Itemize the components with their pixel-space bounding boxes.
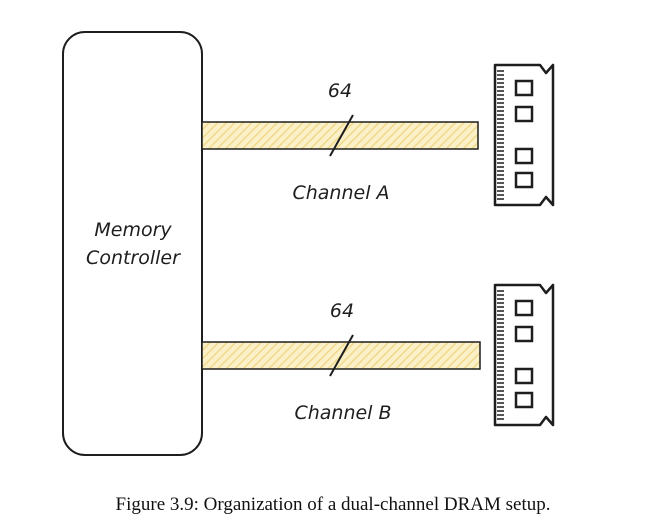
memory-module-icon <box>493 63 555 207</box>
channel-a-bus <box>201 121 479 150</box>
channel-b-bus-width-slash <box>329 334 354 377</box>
channel-b-label: Channel B <box>294 402 391 424</box>
channel-a-bus-width-slash <box>329 114 354 157</box>
figure-caption: Figure 3.9: Organization of a dual-chann… <box>115 494 551 515</box>
channel-a: 64 Channel A <box>201 80 479 204</box>
memory-controller-label-line1: Memory <box>94 219 172 241</box>
memory-module-icon <box>493 283 555 427</box>
channel-b: 64 Channel B <box>201 300 481 424</box>
memory-controller-box <box>62 31 203 456</box>
channel-b-bus-width: 64 <box>330 300 354 322</box>
dual-channel-diagram: Memory Controller 64 Channel A 64 Channe… <box>62 31 555 456</box>
memory-controller-label-line2: Controller <box>86 247 181 269</box>
channel-a-label: Channel A <box>292 182 389 204</box>
channel-a-bus-width: 64 <box>328 80 352 102</box>
